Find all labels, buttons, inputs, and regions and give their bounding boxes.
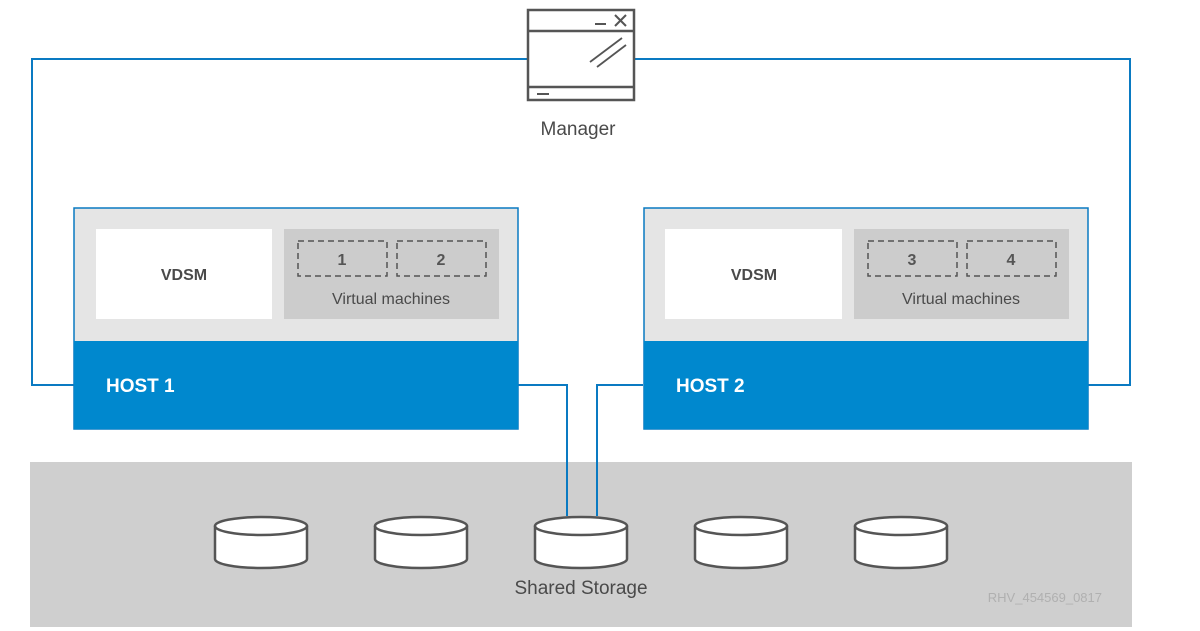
host-1-label: HOST 1 [106,376,175,397]
host-2-vm-group: 3 4 Virtual machines [854,229,1069,319]
host-1-vdsm-box [96,229,272,319]
disk-icon [213,515,309,570]
disk-icon [693,515,789,570]
host-2-vdsm-label: VDSM [731,267,777,284]
close-icon [614,14,627,27]
host-1-vm-group: 1 2 Virtual machines [284,229,499,319]
host-1-bar [74,341,518,429]
disk-icon [373,515,469,570]
vm-4-box [966,240,1057,277]
shared-storage-label: Shared Storage [514,578,647,599]
vm-3-box [867,240,958,277]
vm-3-label: 3 [908,252,917,269]
host1-to-storage-line [518,384,568,516]
host-1-vm-group-label: Virtual machines [332,291,450,308]
host-2-label: HOST 2 [676,376,745,397]
vm-1-box [297,240,388,277]
manager-window-icon [526,8,636,102]
connection-lines [31,58,1131,516]
host-2-box: HOST 2 VDSM 3 4 Virtual machines [643,207,1089,430]
host-1-box: HOST 1 VDSM 1 2 Virtual machines [73,207,519,430]
manager-label: Manager [541,119,617,140]
vm-4-label: 4 [1007,252,1016,269]
vm-2-label: 2 [437,252,446,269]
disk-icon [533,515,629,570]
manager-to-host2-line [635,58,1131,386]
host-2-vdsm-box [665,229,842,319]
storage-disks [213,515,949,570]
image-id-caption: RHV_454569_0817 [988,590,1102,605]
glare-icon [589,37,627,68]
manager-to-host1-line [31,58,528,386]
host-2-vm-group-label: Virtual machines [902,291,1020,308]
vm-1-label: 1 [338,252,347,269]
vm-2-box [396,240,487,277]
host-1-vdsm-label: VDSM [161,267,207,284]
host2-to-storage-line [596,384,643,516]
host-2-bar [644,341,1088,429]
disk-icon [853,515,949,570]
